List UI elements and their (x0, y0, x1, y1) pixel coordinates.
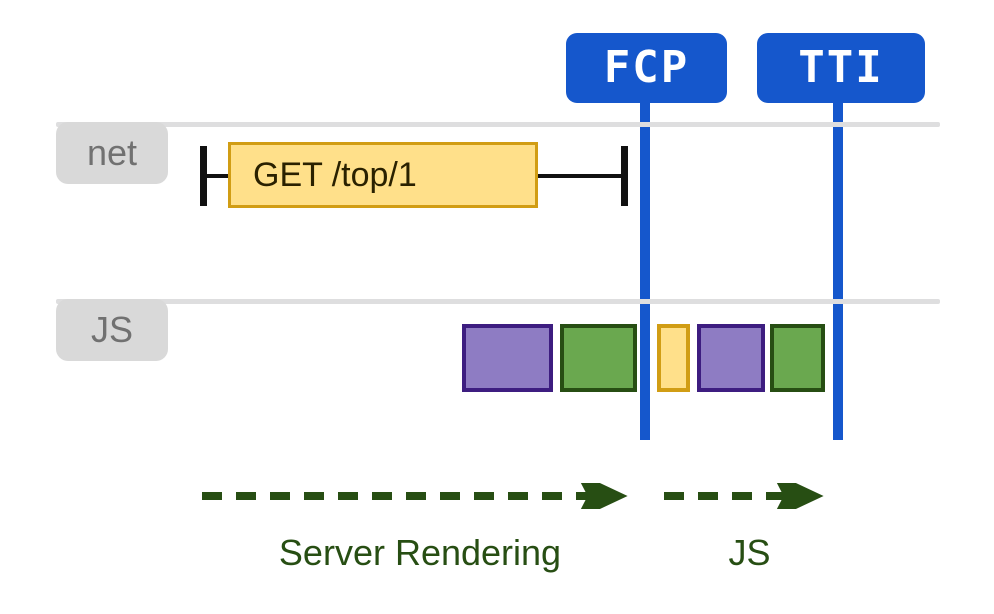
tti-marker-badge[interactable]: TTI (757, 33, 925, 103)
net-lane-chip: net (56, 122, 168, 184)
fcp-marker-line (640, 92, 650, 440)
server-rendering-annotation-label: Server Rendering (278, 532, 562, 573)
js-lane-chip: JS (56, 299, 168, 361)
request-start-whisker (200, 174, 232, 178)
js-task-block[interactable] (462, 324, 553, 392)
fcp-marker-badge[interactable]: FCP (566, 33, 727, 103)
network-request-bar[interactable]: GET /top/1 (228, 142, 538, 208)
js-task-block[interactable] (560, 324, 637, 392)
js-lane-label: JS (90, 309, 133, 350)
fcp-marker-label: FCP (603, 42, 690, 93)
js-annotation-label: JS (728, 532, 771, 573)
js-lane-rule (56, 299, 940, 304)
net-lane-rule (56, 122, 940, 127)
request-end-cap (621, 146, 628, 206)
js-arrow (664, 483, 824, 509)
server-rendering-arrow (202, 483, 628, 509)
request-end-whisker (533, 174, 627, 178)
js-task-block[interactable] (770, 324, 825, 392)
js-task-block[interactable] (697, 324, 765, 392)
tti-marker-line (833, 92, 843, 440)
net-lane-label: net (86, 132, 138, 173)
js-task-block[interactable] (657, 324, 690, 392)
network-request-label: GET /top/1 (253, 156, 417, 194)
tti-marker-label: TTI (798, 42, 884, 93)
